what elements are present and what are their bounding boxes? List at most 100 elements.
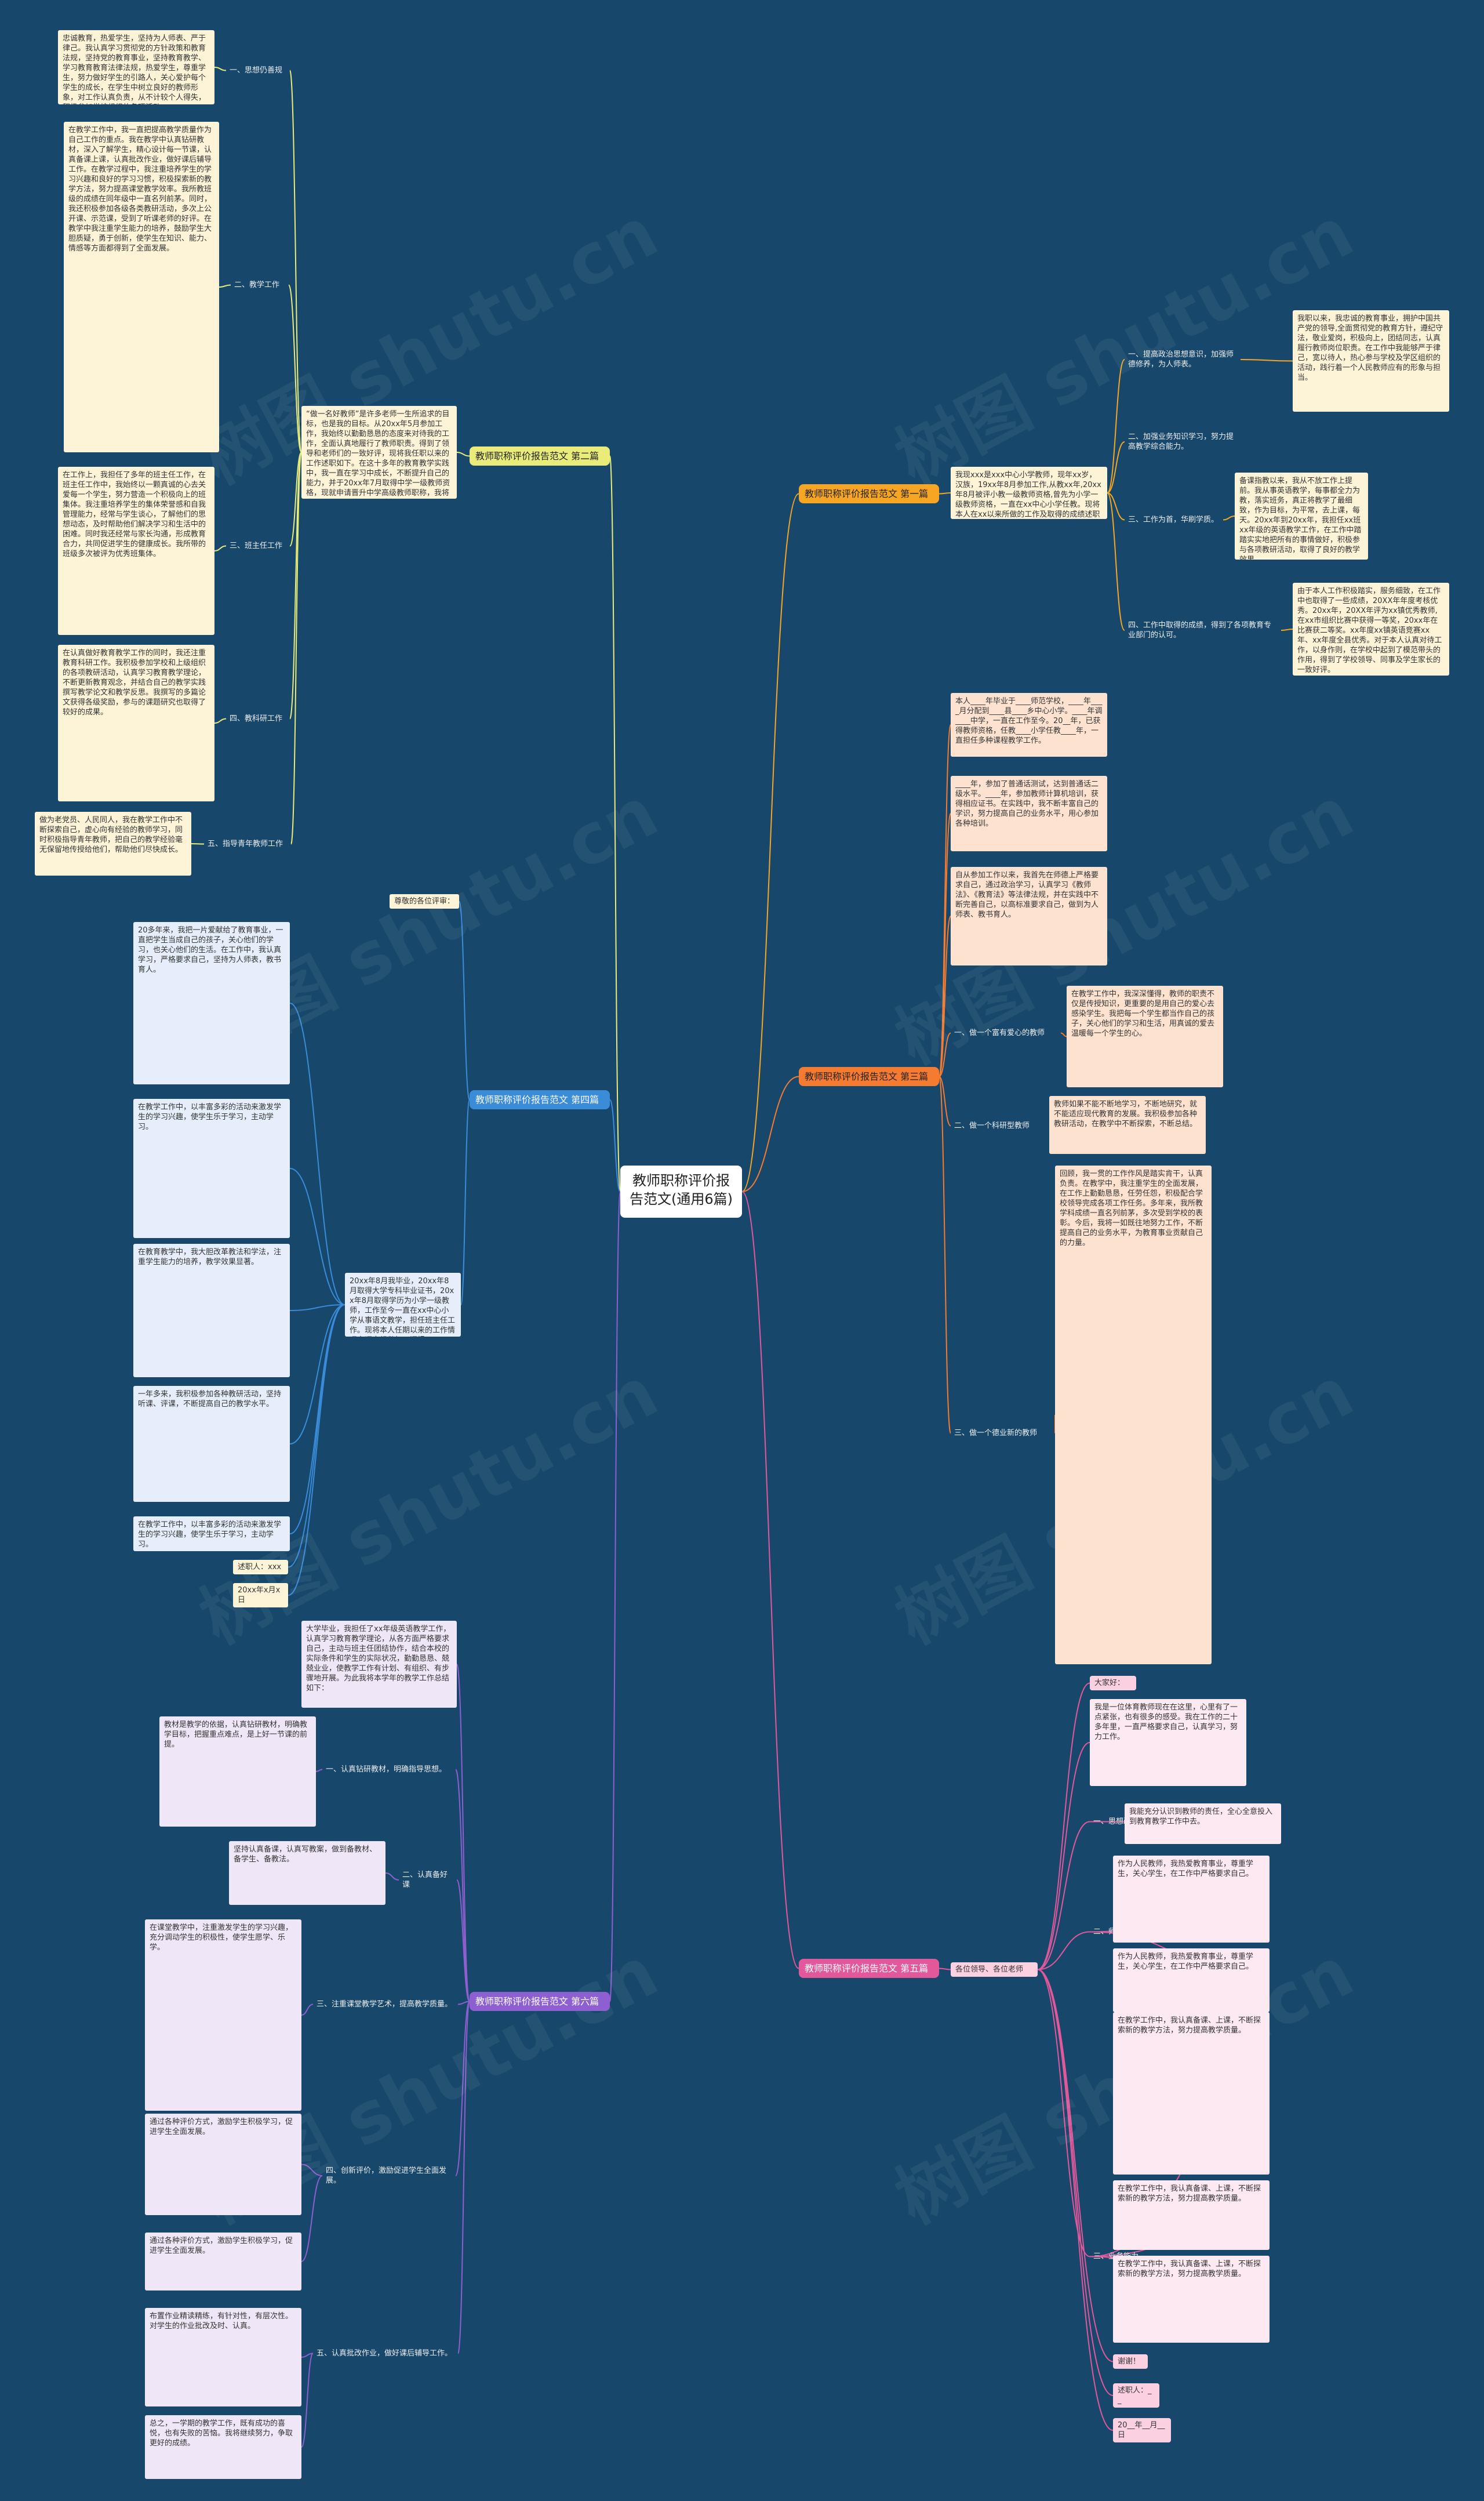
branch-5-item-text: 作为人民教师，我热爱教育事业，尊重学生，关心学生，在工作中严格要求自己。 bbox=[1113, 1856, 1270, 1943]
branch-1-intro: 我现xxx是xxx中心小学教师，现年xx岁，汉族，19xx年8月参加工作,从教x… bbox=[951, 467, 1107, 519]
connector-line bbox=[1037, 1969, 1114, 2396]
branch-2-item-label[interactable]: 四、教科研工作 bbox=[230, 714, 283, 723]
branch-6-item-text: 在课堂教学中，注重激发学生的学习兴趣，充分调动学生的积极性，使学生愿学、乐学。 bbox=[145, 1919, 301, 2111]
connector-line bbox=[290, 452, 302, 845]
connector-line bbox=[939, 1032, 951, 1077]
connector-line bbox=[289, 1304, 345, 1534]
branch-1-item-label[interactable]: 二、加强业务知识学习，努力提高教学综合能力。 bbox=[1128, 433, 1234, 451]
branch-4-text: 在教学工作中，以丰富多彩的活动来激发学生的学习兴趣，使学生乐于学习，主动学习。 bbox=[133, 1099, 290, 1238]
branch-6-item-text: 坚持认真备课，认真写教案，做到备教材、备学生、备教法。 bbox=[229, 1841, 385, 1905]
connector-line bbox=[455, 2001, 470, 2176]
branch-5-intro: 我是一位体育教师现在在这里，心里有了一点紧张，也有很多的感受。我在工作的二十多年… bbox=[1090, 1699, 1246, 1786]
branch-5-item-text: 在教学工作中，我认真备课、上课，不断探索新的教学方法，努力提高教学质量。 bbox=[1113, 2012, 1270, 2175]
branch-1-item-label[interactable]: 一、提高政治思想意识，加强师德修养，为人师表。 bbox=[1128, 350, 1234, 369]
branch-1-item-label[interactable]: 四、工作中取得的成绩，得到了各项教育专业部门的认可。 bbox=[1128, 621, 1272, 640]
connector-line bbox=[214, 718, 227, 724]
salutation-tag: 尊敬的各位评审： bbox=[390, 894, 459, 909]
connector-line bbox=[939, 813, 951, 1077]
branch-6-ending: 总之，一学期的教学工作，既有成功的喜悦，也有失败的苦恼。我将继续努力，争取更好的… bbox=[145, 2415, 301, 2479]
connector-line bbox=[214, 545, 227, 551]
branch-4-title[interactable]: 教师职称评价报告范文 第四篇 bbox=[470, 1090, 610, 1109]
branch-3-item-label[interactable]: 一、做一个富有爱心的教师 bbox=[954, 1029, 1045, 1037]
branch-3-item-label[interactable]: 三、做一个德业新的教师 bbox=[954, 1429, 1038, 1438]
connector-line bbox=[214, 67, 227, 71]
connector-line bbox=[609, 1099, 621, 1192]
branch-5-item-text: 在教学工作中，我认真备课、上课，不断探索新的教学方法，努力提高教学质量。 bbox=[1113, 2180, 1270, 2250]
branch-2-item-text: 忠诚教育，热爱学生，坚持为人师表、严于律己。我认真学习贯彻党的方针政策和教育法规… bbox=[58, 30, 214, 104]
connector-line bbox=[1037, 1969, 1114, 2431]
branch-1-item-text: 由于本人工作积极踏实，服务细致，在工作中也取得了一些成绩，20XX年年度考核优秀… bbox=[1293, 583, 1449, 676]
connector-line bbox=[1037, 1931, 1090, 1970]
branch-4-text: 在教育教学中，我大胆改革教法和学法，注重学生能力的培养，教学效果显著。 bbox=[133, 1244, 290, 1377]
connector-line bbox=[459, 901, 470, 1101]
connector-line bbox=[1060, 1032, 1067, 1037]
thanks-tag: 谢谢！ bbox=[1113, 2354, 1148, 2369]
branch-2-item-text: 做为老党员、人民同人，我在教学工作中不断探索自己，虚心向有经验的教师学习，同时积… bbox=[35, 812, 191, 876]
branch-6-item-label[interactable]: 三、注重课堂教学艺术，提高教学质量。 bbox=[317, 2000, 453, 2009]
connector-line bbox=[939, 1076, 951, 1434]
branch-2-intro: “做一名好教师”是许多老师一生所追求的目标，也是我的目标。从20xx年5月参加工… bbox=[301, 406, 457, 499]
branch-3-intro: 本人____年毕业于____师范学校，____年____月分配到____县___… bbox=[951, 693, 1107, 757]
branch-1-item-label[interactable]: 三、工作为首，华刷学质。 bbox=[1128, 516, 1219, 524]
branch-6-item-text: 布置作业精读精练，有针对性，有层次性。对学生的作业批改及时、认真。 bbox=[145, 2308, 301, 2406]
connector-line bbox=[385, 1872, 399, 1881]
branch-6-item-text: 通过各种评价方式，激励学生积极学习，促进学生全面发展。 bbox=[145, 2233, 301, 2291]
salutation-tag: 大家好： bbox=[1090, 1676, 1136, 1690]
connector-line bbox=[456, 1664, 470, 2002]
connector-line bbox=[609, 455, 621, 1192]
branch-3-item-text: 在教学工作中，我深深懂得，教师的职责不仅是传授知识，更重要的是用自己的爱心去感染… bbox=[1067, 986, 1223, 1087]
branch-6-item-text: 通过各种评价方式，激励学生积极学习，促进学生全面发展。 bbox=[145, 2114, 301, 2215]
branch-4-text: 在教学工作中，以丰富多彩的活动来激发学生的学习兴趣，使学生乐于学习，主动学习。 bbox=[133, 1516, 290, 1551]
connector-line bbox=[1223, 516, 1235, 521]
branch-6-item-text: 教材是教学的依据，认真钻研教材，明确教学目标，把握重点难点，是上好一节课的前提。 bbox=[159, 1716, 316, 1827]
connector-line bbox=[301, 2164, 323, 2176]
branch-6-item-label[interactable]: 四、创新评价，激励促进学生全面发展。 bbox=[326, 2166, 447, 2185]
connector-line bbox=[939, 1968, 951, 1970]
connector-line bbox=[741, 1076, 799, 1192]
connector-line bbox=[315, 1769, 323, 1772]
branch-5-item-text: 作为人民教师，我热爱教育事业，尊重学生，关心学生，在工作中严格要求自己。 bbox=[1113, 1948, 1270, 2012]
connector-line bbox=[289, 1304, 345, 1444]
branch-5-title[interactable]: 教师职称评价报告范文 第五篇 bbox=[799, 1959, 939, 1978]
branch-4-text: 20多年来，我把一片爱献给了教育事业，一直把学生当成自己的孩子，关心他们的学习，… bbox=[133, 922, 290, 1084]
branch-6-title[interactable]: 教师职称评价报告范文 第六篇 bbox=[470, 1992, 610, 2011]
date-tag: 20xx年x月x日 bbox=[233, 1583, 288, 1607]
branch-3-title[interactable]: 教师职称评价报告范文 第三篇 bbox=[799, 1067, 939, 1086]
branch-2-item-text: 在教学工作中，我一直把提高教学质量作为自己工作的重点。我在教学中认真钻研教材，深… bbox=[64, 122, 219, 452]
branch-1-title[interactable]: 教师职称评价报告范文 第一篇 bbox=[799, 484, 939, 503]
connector-line bbox=[939, 1076, 951, 1127]
root-node[interactable]: 教师职称评价报告范文(通用6篇) bbox=[620, 1166, 742, 1218]
branch-2-item-label[interactable]: 一、思想仍善规 bbox=[230, 66, 283, 75]
connector-line bbox=[289, 452, 302, 720]
branch-2-item-label[interactable]: 三、班主任工作 bbox=[230, 542, 283, 550]
connector-line bbox=[301, 2175, 323, 2262]
greeting-tag: 各位领导、各位老师 bbox=[951, 1962, 1038, 1977]
connector-line bbox=[1107, 492, 1125, 521]
connector-line bbox=[289, 1168, 345, 1305]
connector-line bbox=[741, 1191, 799, 1969]
connector-line bbox=[301, 2353, 314, 2448]
connector-line bbox=[939, 916, 951, 1077]
connector-line bbox=[457, 2001, 470, 2005]
connector-line bbox=[288, 284, 302, 453]
connector-line bbox=[1037, 1969, 1090, 2257]
branch-2-item-label[interactable]: 二、教学工作 bbox=[234, 281, 280, 289]
branch-6-item-label[interactable]: 五、认真批改作业，做好课后辅导工作。 bbox=[317, 2349, 453, 2358]
branch-2-item-text: 在认真做好教育教学工作的同时，我还注重教育科研工作。我积极参加学校和上级组织的各… bbox=[58, 645, 214, 801]
branch-3-item-label[interactable]: 二、做一个科研型教师 bbox=[954, 1121, 1030, 1130]
branch-6-item-label[interactable]: 二、认真备好课 bbox=[402, 1871, 448, 1889]
connector-line bbox=[1107, 441, 1125, 493]
connector-line bbox=[457, 2001, 470, 2354]
branch-6-intro: 大学毕业，我担任了xx年级英语教学工作，认真学习教育教学理论，从各方面严格要求自… bbox=[301, 1621, 457, 1708]
branch-4-text: 一年多来，我积极参加各种教研活动，坚持听课、评课，不断提高自己的教学水平。 bbox=[133, 1386, 290, 1502]
connector-line bbox=[289, 1003, 345, 1305]
connector-line bbox=[460, 1099, 470, 1305]
branch-2-item-label[interactable]: 五、指导青年教师工作 bbox=[208, 840, 283, 848]
connector-line bbox=[289, 70, 302, 453]
branch-2-title[interactable]: 教师职称评价报告范文 第二篇 bbox=[470, 447, 610, 466]
branch-6-item-label[interactable]: 一、认真钻研教材，明确指导思想。 bbox=[326, 1765, 447, 1774]
branch-4-intro: 20xx年8月我毕业，20xx年8月取得大学专科毕业证书，20xx年8月取得学历… bbox=[345, 1273, 461, 1337]
connector-line bbox=[741, 493, 799, 1192]
connector-line bbox=[1107, 359, 1125, 493]
